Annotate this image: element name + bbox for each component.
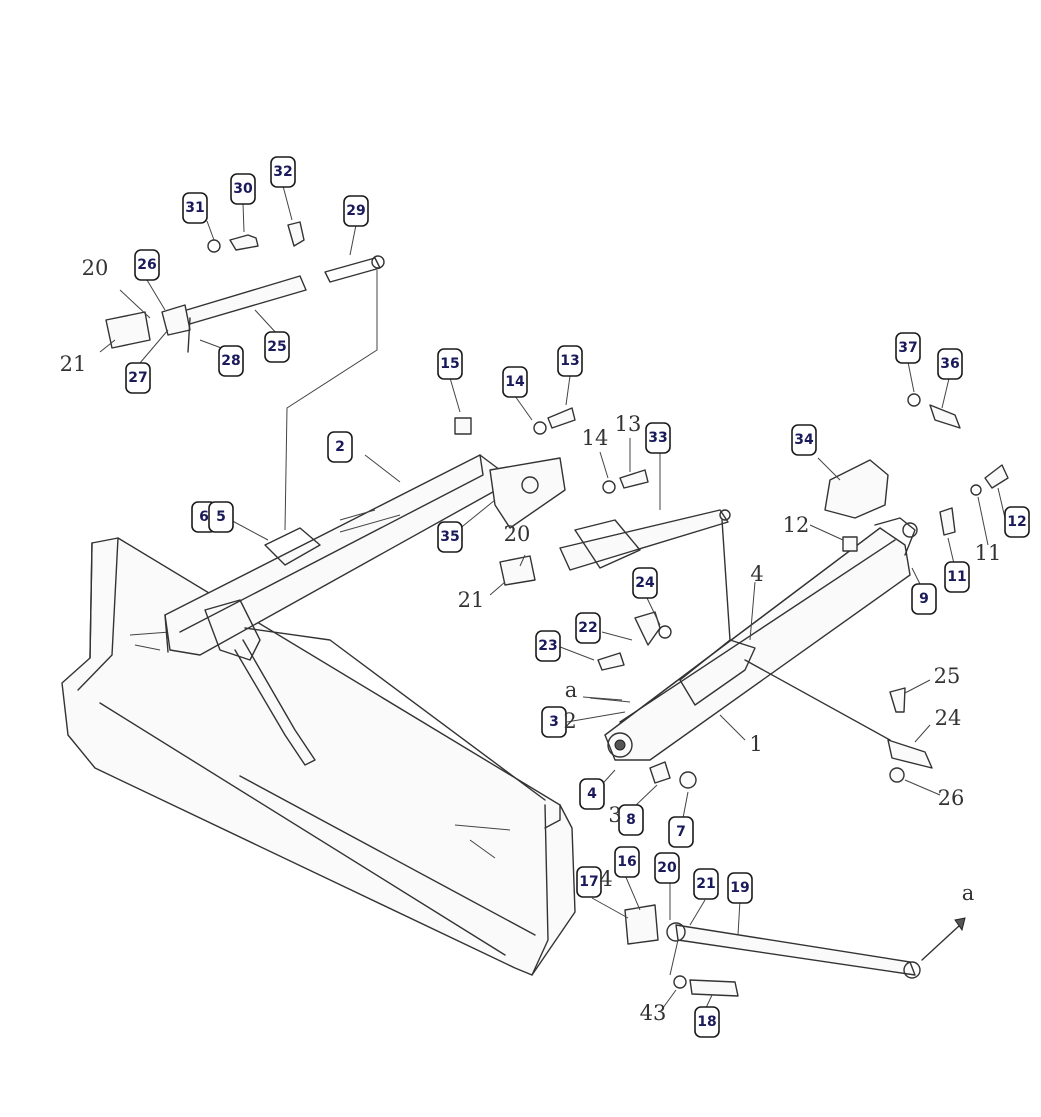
svg-text:12: 12 <box>1007 514 1026 530</box>
svg-text:8: 8 <box>626 812 636 828</box>
tilt-rod <box>666 917 966 979</box>
callout-14: 14 <box>502 366 528 398</box>
callout-17: 17 <box>576 866 602 898</box>
svg-text:22: 22 <box>578 620 597 636</box>
callout-32: 32 <box>270 156 296 188</box>
plain-label-14-middle: 14 <box>582 426 609 450</box>
plain-label-11-right: 11 <box>975 541 1002 565</box>
svg-text:34: 34 <box>794 432 814 448</box>
callout-16: 16 <box>614 846 640 878</box>
callout-19: 19 <box>727 872 753 904</box>
plain-label-20-middle: 20 <box>504 522 531 546</box>
plain-label-13-middle: 13 <box>615 412 642 436</box>
callout-9: 9 <box>911 583 937 615</box>
callout-2: 2 <box>327 431 353 463</box>
plain-label-43-lower: 43 <box>640 1001 667 1025</box>
callout-labels: 31 30 32 29 26 27 28 25 15 14 13 2 6 5 3… <box>125 156 1030 1038</box>
svg-text:28: 28 <box>221 353 240 369</box>
plain-label-24-right: 24 <box>935 706 962 730</box>
svg-text:19: 19 <box>730 880 749 896</box>
svg-text:17: 17 <box>579 874 598 890</box>
svg-text:35: 35 <box>440 529 459 545</box>
svg-text:3: 3 <box>549 714 559 730</box>
svg-text:14: 14 <box>505 374 525 390</box>
svg-text:9: 9 <box>919 591 929 607</box>
svg-text:31: 31 <box>185 200 204 216</box>
plain-label-a-frame: a <box>565 678 578 702</box>
callout-36: 36 <box>937 348 963 380</box>
callout-27: 27 <box>125 362 151 394</box>
svg-text:24: 24 <box>635 575 655 591</box>
callout-31: 31 <box>182 192 208 224</box>
svg-text:2: 2 <box>335 439 345 455</box>
svg-text:16: 16 <box>617 854 636 870</box>
callout-26: 26 <box>134 249 160 281</box>
callout-3: 3 <box>541 706 567 738</box>
upper-brace-assembly <box>161 255 385 531</box>
svg-text:7: 7 <box>676 824 686 840</box>
plain-label-a-arrow: a <box>962 881 975 905</box>
svg-text:27: 27 <box>128 370 147 386</box>
plain-label-4-frame: 4 <box>750 562 763 586</box>
callout-20: 20 <box>654 852 680 884</box>
callout-29: 29 <box>343 195 369 227</box>
svg-text:37: 37 <box>898 340 917 356</box>
svg-text:18: 18 <box>697 1014 716 1030</box>
callout-23: 23 <box>535 630 561 662</box>
callout-35: 35 <box>437 521 463 553</box>
callout-7: 7 <box>668 816 694 848</box>
callout-15: 15 <box>437 348 463 380</box>
callout-8: 8 <box>618 804 644 836</box>
svg-text:25: 25 <box>267 339 286 355</box>
left-frame-arm <box>164 454 566 801</box>
svg-text:13: 13 <box>560 353 579 369</box>
plain-label-3-lower: 3 <box>608 803 621 827</box>
plain-labels: 20 21 20 21 14 13 12 11 4 a 2 1 25 24 26… <box>60 256 1002 1025</box>
callout-33: 33 <box>645 422 671 454</box>
plain-label-20-upper: 20 <box>82 256 109 280</box>
svg-text:6: 6 <box>199 509 209 525</box>
plain-label-21-middle: 21 <box>458 588 485 612</box>
callout-13: 13 <box>557 345 583 377</box>
plain-label-21-upper: 21 <box>60 352 87 376</box>
svg-text:36: 36 <box>940 356 959 372</box>
svg-text:29: 29 <box>346 203 365 219</box>
callout-28: 28 <box>218 345 244 377</box>
svg-text:5: 5 <box>216 509 226 525</box>
right-frame-arm <box>604 517 916 761</box>
callout-25: 25 <box>264 331 290 363</box>
plain-label-26-right: 26 <box>938 786 965 810</box>
svg-text:32: 32 <box>273 164 292 180</box>
callout-12: 12 <box>1004 506 1030 538</box>
dozer-blade <box>61 537 576 976</box>
svg-text:4: 4 <box>587 786 597 802</box>
svg-text:20: 20 <box>657 860 677 876</box>
center-brace-assembly <box>559 509 731 641</box>
hardware-parts <box>105 221 1009 997</box>
callout-30: 30 <box>230 173 256 205</box>
plain-label-25-right: 25 <box>934 664 961 688</box>
callout-5: 5 <box>208 501 234 533</box>
plain-label-1-frame: 1 <box>749 732 762 756</box>
svg-text:11: 11 <box>947 569 966 585</box>
svg-text:15: 15 <box>440 356 459 372</box>
svg-text:23: 23 <box>538 638 557 654</box>
callout-24: 24 <box>632 567 658 599</box>
callout-22: 22 <box>575 612 601 644</box>
callout-18: 18 <box>694 1006 720 1038</box>
callout-37: 37 <box>895 332 921 364</box>
callout-21: 21 <box>693 868 719 900</box>
callout-11: 11 <box>944 561 970 593</box>
plain-label-4-lower: 4 <box>599 867 612 891</box>
svg-text:30: 30 <box>233 181 253 197</box>
callout-34: 34 <box>791 424 817 456</box>
svg-text:21: 21 <box>696 876 715 892</box>
svg-text:26: 26 <box>137 257 156 273</box>
callout-4: 4 <box>579 778 605 810</box>
leader-lines <box>99 185 1006 1013</box>
plain-label-2-frame: 2 <box>563 709 576 733</box>
svg-text:33: 33 <box>648 430 667 446</box>
plain-label-12-right: 12 <box>783 513 810 537</box>
